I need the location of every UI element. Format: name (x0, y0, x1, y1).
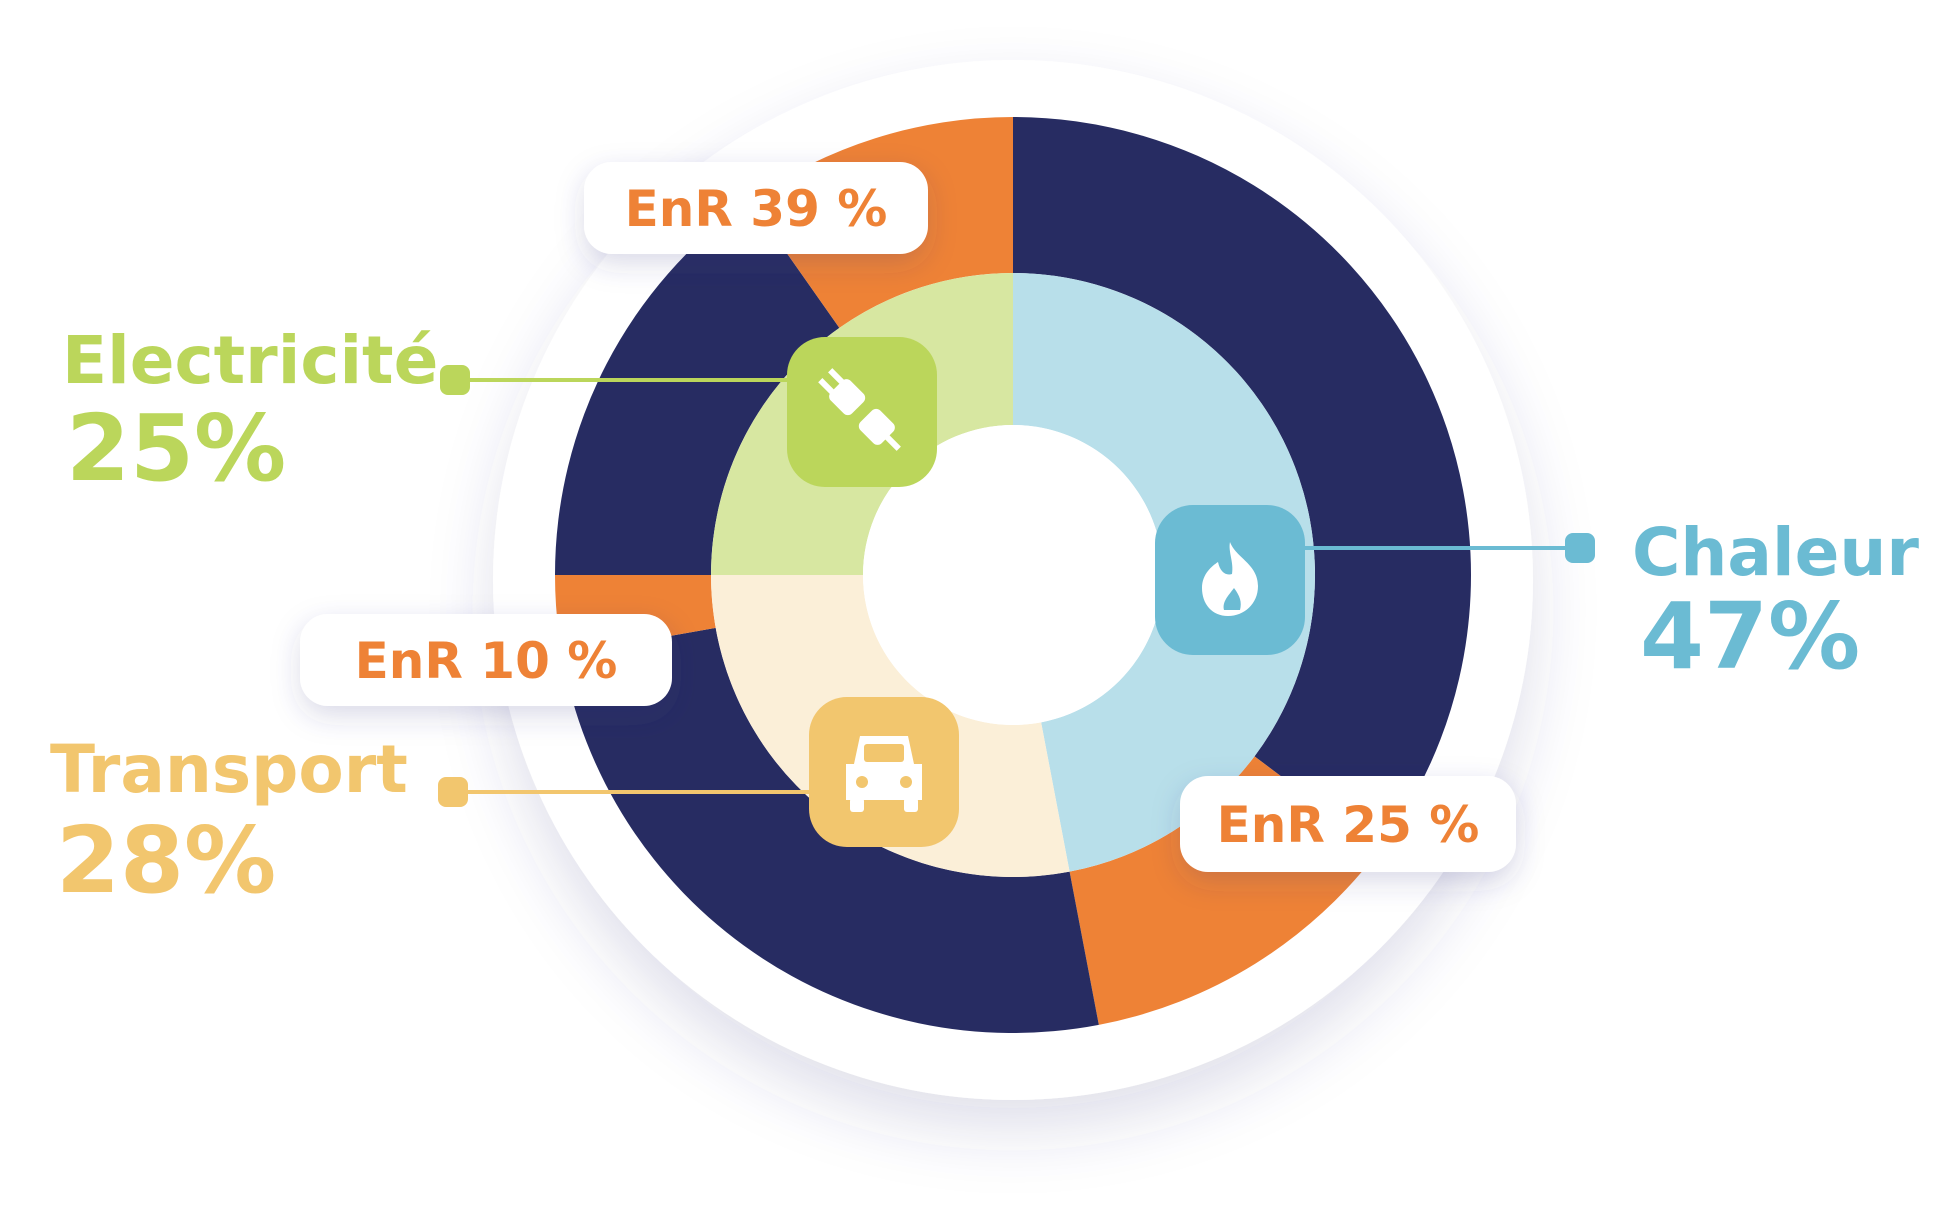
chaleur-value: 47% (1640, 583, 1860, 690)
transport-enr-badge: EnR 10 % (300, 614, 672, 706)
electricite-icon-tile (787, 337, 937, 487)
chaleur-enr-label: EnR 25 % (1217, 796, 1480, 854)
transport-icon-tile (809, 697, 959, 847)
transport-title: Transport (50, 731, 408, 808)
electricite-title: Electricité (62, 322, 438, 399)
chaleur-leader-dot (1565, 533, 1595, 563)
chaleur-icon-tile (1155, 505, 1305, 655)
transport-value: 28% (56, 807, 276, 914)
electricite-leader-dot (440, 365, 470, 395)
transport-leader-dot (438, 777, 468, 807)
leader-lines (438, 365, 1595, 807)
sector-chaleur-non-renewable (1013, 117, 1471, 850)
transport-enr-label: EnR 10 % (355, 632, 618, 690)
electricite-value: 25% (66, 395, 286, 502)
car-icon (846, 736, 922, 812)
chaleur-enr-badge: EnR 25 % (1180, 776, 1516, 872)
sector-icons (787, 337, 1305, 847)
chaleur-title: Chaleur (1632, 514, 1919, 591)
plug-icon (818, 368, 901, 451)
flame-icon (1202, 542, 1258, 616)
electricite-enr-badge: EnR 39 % (584, 162, 928, 254)
electricite-enr-label: EnR 39 % (625, 180, 888, 238)
sector-electricite-non-renewable (555, 200, 840, 576)
chart-hole (863, 425, 1163, 725)
enr-badges: EnR 25 % EnR 10 % EnR 39 % (300, 162, 1516, 872)
